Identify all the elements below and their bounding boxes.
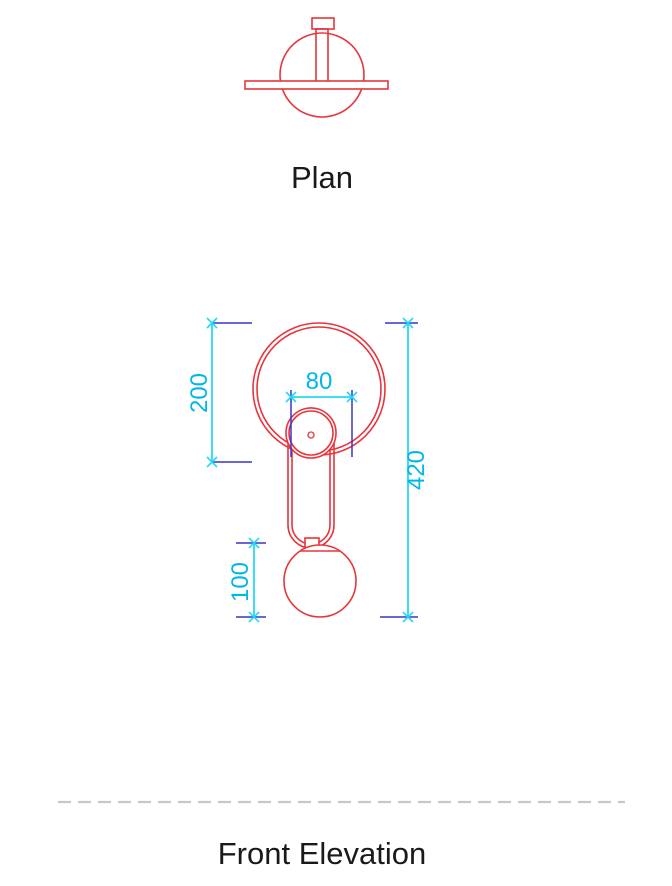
plan-body-circle (279, 32, 365, 118)
head-inner-circle (288, 410, 334, 456)
plan-view-geometry (244, 17, 389, 118)
dimension-100-text: 100 (227, 562, 254, 602)
dimension-420: 420 (380, 317, 430, 623)
plan-view-label: Plan (291, 160, 353, 195)
ball-circle (283, 544, 357, 618)
dimension-tick (402, 611, 414, 623)
dimension-200-text: 200 (186, 373, 213, 413)
dimension-80: 80 (285, 368, 358, 457)
dimension-80-text: 80 (306, 368, 333, 395)
dimension-tick (206, 317, 218, 329)
head-outer-circle (285, 407, 337, 459)
dimension-100: 100 (227, 537, 266, 623)
dimension-tick (206, 456, 218, 468)
front-elevation-geometry (252, 322, 386, 618)
dimension-tick (285, 391, 297, 403)
dimension-420-text: 420 (403, 450, 430, 490)
plan-stem-cap-rect (311, 17, 335, 30)
dimension-200: 200 (186, 317, 252, 468)
dimension-tick (346, 391, 358, 403)
dimension-tick (248, 611, 260, 623)
front-elevation-view-label: Front Elevation (218, 836, 427, 871)
head-center-dot (307, 431, 315, 439)
plan-stem-rect (315, 28, 329, 86)
plan-mounting-bar-rect (244, 80, 389, 90)
dimension-tick (402, 317, 414, 329)
dimension-tick (248, 537, 260, 549)
